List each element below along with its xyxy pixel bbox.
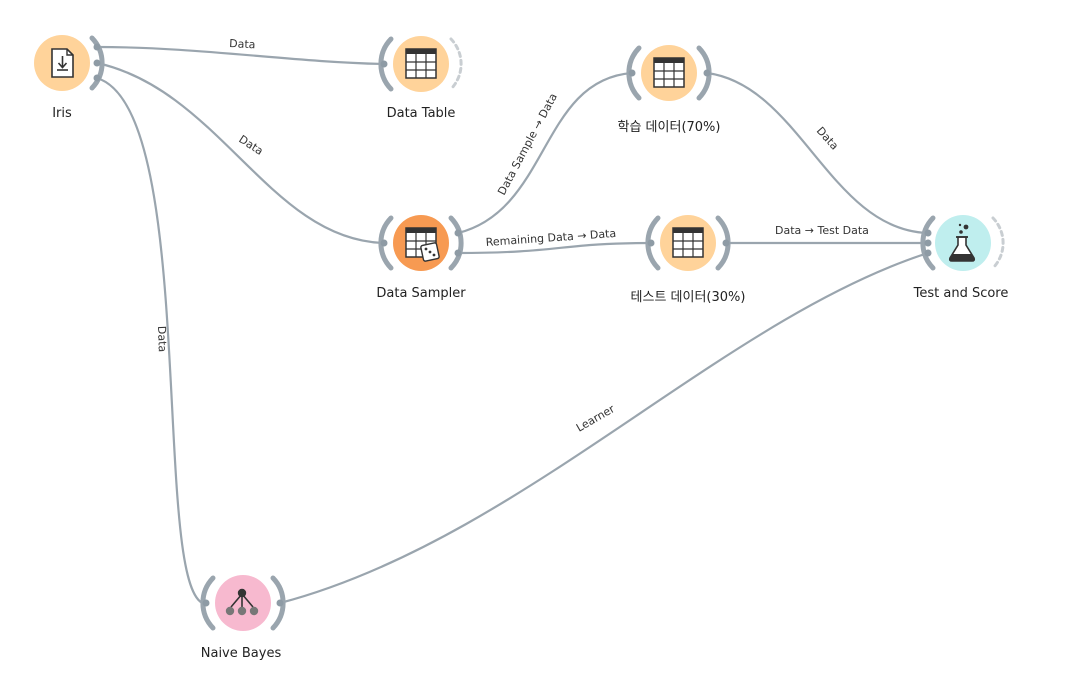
node-naive-bayes-circle[interactable] (215, 575, 271, 631)
link-sampler-to-test[interactable] (457, 241, 652, 255)
node-data-table[interactable] (378, 36, 463, 92)
link-iris-to-naive-bayes[interactable] (96, 76, 207, 606)
link-train-to-score[interactable] (706, 71, 929, 235)
node-label-naive-bayes[interactable]: Naive Bayes (200, 646, 282, 661)
node-data-sampler-output-bracket[interactable] (448, 215, 464, 271)
link-label-sampler-to-train: Data Sample → Data (495, 91, 560, 197)
node-test-score-circle[interactable] (935, 215, 991, 271)
link-label-iris-to-data-table: Data (229, 37, 256, 51)
node-data-table-circle[interactable] (393, 36, 449, 92)
node-label-test-and-score[interactable]: Test and Score (913, 286, 1009, 301)
node-test-data-table[interactable] (645, 215, 731, 271)
node-test-circle[interactable] (660, 215, 716, 271)
node-iris-output-bracket[interactable] (89, 35, 105, 91)
link-label-naive-bayes-to-score: Learner (574, 402, 617, 435)
node-iris[interactable] (34, 35, 105, 91)
link-label-train-to-score: Data (814, 124, 841, 152)
node-label-train-data[interactable]: 학습 데이터(70%) (617, 120, 721, 135)
node-test-and-score[interactable] (920, 215, 1005, 271)
links (96, 45, 929, 606)
link-label-iris-to-naive-bayes: Data (155, 326, 169, 353)
node-data-sampler-circle[interactable] (393, 215, 449, 271)
node-iris-circle[interactable] (34, 35, 90, 91)
node-label-data-sampler[interactable]: Data Sampler (376, 286, 466, 301)
node-label-test-data[interactable]: 테스트 데이터(30%) (630, 290, 746, 305)
node-naive-bayes[interactable] (200, 575, 286, 631)
node-data-table-output-bracket (449, 37, 463, 91)
node-data-sampler[interactable] (378, 215, 464, 271)
link-labels: Data Data Data Data Sample → Data Remain… (155, 37, 869, 435)
node-label-data-table[interactable]: Data Table (386, 106, 456, 121)
node-label-iris[interactable]: Iris (52, 106, 72, 121)
link-iris-to-data-table[interactable] (96, 45, 385, 66)
node-test-score-input-bracket[interactable] (920, 215, 936, 271)
link-label-test-to-score: Data → Test Data (775, 224, 869, 237)
link-iris-to-data-sampler[interactable] (96, 61, 385, 245)
link-label-iris-to-data-sampler: Data (236, 133, 265, 158)
link-sampler-to-train[interactable] (457, 71, 633, 235)
link-naive-bayes-to-score[interactable] (279, 251, 929, 605)
node-train-circle[interactable] (641, 45, 697, 101)
node-test-score-output-bracket (991, 216, 1005, 270)
node-train-data-table[interactable] (626, 45, 712, 101)
